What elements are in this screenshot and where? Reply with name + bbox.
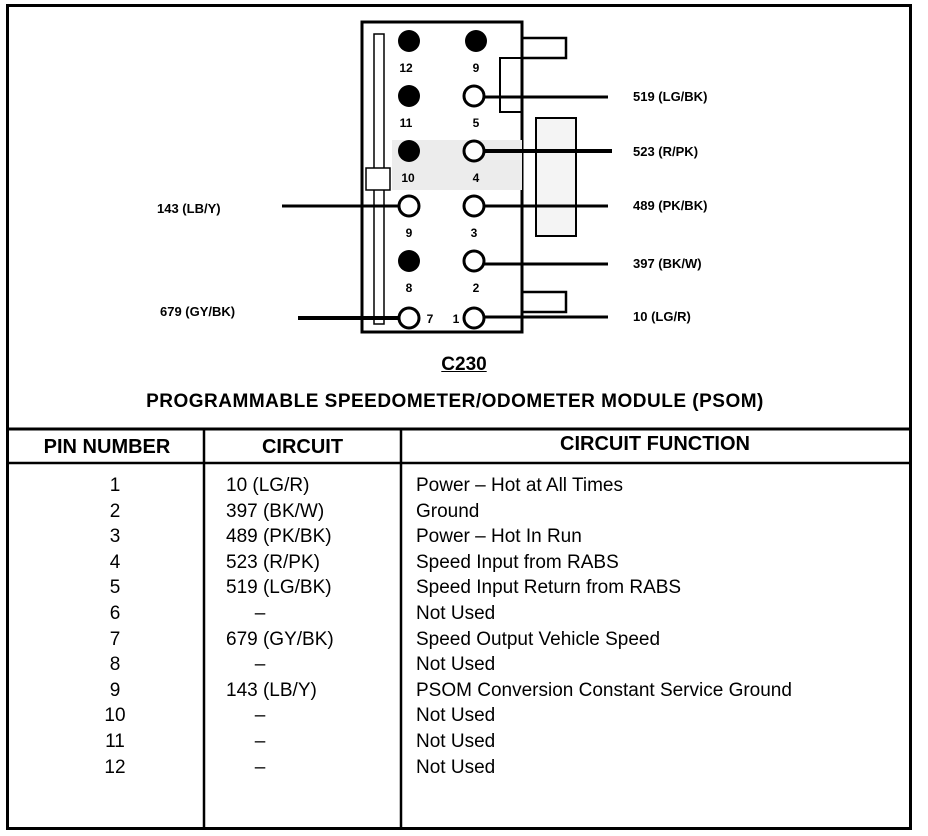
connector-key-upper	[499, 57, 523, 113]
circuit-function-cell: Power – Hot In Run	[416, 526, 582, 548]
circuit-cell: 143 (LB/Y)	[226, 679, 317, 701]
circuit-cell: –	[254, 731, 266, 752]
connector-side-clip	[365, 167, 391, 191]
pin-label: 3	[471, 226, 478, 240]
table-row: 1 10 (LG/R) Power – Hot at All Times	[0, 475, 928, 500]
circuit-cell: –	[254, 705, 266, 727]
circuit-cell: 10 (LG/R)	[226, 475, 310, 496]
table-row: 12 – Not Used	[0, 757, 928, 782]
circuit-function-cell: Speed Input Return from RABS	[416, 577, 682, 599]
table-row: 8 – Not Used	[0, 654, 928, 679]
header-circuit-function: CIRCUIT FUNCTION	[560, 433, 750, 455]
wire-label-523: 523 (R/PK)	[633, 144, 698, 159]
module-title: PROGRAMMABLE SPEEDOMETER/ODOMETER MODULE…	[146, 391, 764, 412]
pin-number-cell: 3	[109, 526, 121, 548]
pin-label: 10	[401, 171, 415, 185]
pin-number-cell: 2	[109, 500, 121, 522]
pin-label: 12	[399, 61, 413, 75]
pin-9-cavity	[397, 194, 421, 218]
header-circuit: CIRCUIT	[261, 436, 344, 458]
pin-4-cavity	[462, 139, 486, 163]
circuit-cell: 679 (GY/BK)	[226, 628, 334, 650]
table-row: 7 679 (GY/BK) Speed Output Vehicle Speed	[0, 629, 928, 654]
circuit-cell: –	[254, 756, 266, 778]
table-row: 2 397 (BK/W) Ground	[0, 501, 928, 526]
wire-label-519: 519 (LG/BK)	[633, 89, 707, 104]
diagram-frame	[6, 4, 912, 830]
table-row: 10 – Not Used	[0, 705, 928, 730]
table-row: 5 519 (LG/BK) Speed Input Return from RABS	[0, 577, 928, 602]
circuit-function-cell: Not Used	[416, 654, 496, 676]
table-row: 3 489 (PK/BK) Power – Hot In Run	[0, 526, 928, 551]
wire-label-10: 10 (LG/R)	[633, 309, 691, 324]
circuit-cell: 489 (PK/BK)	[226, 526, 332, 548]
circuit-function-cell: Not Used	[416, 731, 496, 752]
pin-number-cell: 1	[109, 475, 121, 496]
pin-label: 9	[406, 226, 413, 240]
circuit-function-cell: PSOM Conversion Constant Service Ground	[416, 679, 792, 701]
pin-2-cavity	[462, 249, 486, 273]
circuit-function-cell: Not Used	[416, 603, 496, 624]
connector-lock-tab	[535, 117, 577, 237]
table-row: 4 523 (R/PK) Speed Input from RABS	[0, 552, 928, 577]
circuit-cell: –	[254, 654, 266, 676]
circuit-function-cell: Ground	[416, 500, 480, 522]
pin-number-cell: 6	[109, 603, 121, 624]
pin-7-cavity	[397, 306, 421, 330]
table-row: 9 143 (LB/Y) PSOM Conversion Constant Serv…	[0, 680, 928, 705]
pin-label: 5	[473, 116, 480, 130]
header-pin-number: PIN NUMBER	[43, 436, 171, 458]
circuit-cell: 519 (LG/BK)	[226, 577, 332, 599]
circuit-function-cell: Power – Hot at All Times	[416, 475, 623, 496]
wire-label-679: 679 (GY/BK)	[160, 304, 235, 319]
pin-number-cell: 12	[104, 756, 126, 778]
pin-label: 2	[473, 281, 480, 295]
pin-3-cavity	[462, 194, 486, 218]
circuit-function-cell: Not Used	[416, 705, 496, 727]
pin-number-cell: 5	[109, 577, 121, 599]
pin-label: 8	[406, 281, 413, 295]
table-row: 6 – Not Used	[0, 603, 928, 628]
pin-label: 4	[473, 171, 480, 185]
pin-label: 7	[427, 312, 434, 326]
pin-12-cavity	[398, 30, 420, 52]
pin-number-cell: 9	[109, 679, 121, 701]
pin-number-cell: 10	[104, 705, 126, 727]
pin-9-upper-cavity	[465, 30, 487, 52]
circuit-function-cell: Speed Input from RABS	[416, 551, 619, 573]
wire-label-489: 489 (PK/BK)	[633, 198, 707, 213]
pin-8-cavity	[398, 250, 420, 272]
wire-label-397: 397 (BK/W)	[633, 256, 702, 271]
circuit-cell: 523 (R/PK)	[226, 551, 320, 573]
connector-id: C230	[441, 354, 487, 375]
pin-number-cell: 8	[109, 654, 121, 676]
pin-1-cavity	[462, 306, 486, 330]
pin-11-cavity	[398, 85, 420, 107]
circuit-function-cell: Not Used	[416, 756, 496, 778]
pin-label: 1	[453, 312, 460, 326]
pin-5-cavity	[462, 84, 486, 108]
circuit-cell: –	[254, 603, 266, 624]
connector-latch-bottom	[520, 236, 568, 314]
pin-number-cell: 11	[105, 731, 125, 752]
connector-latch-top	[522, 36, 568, 60]
table-row: 11 – Not Used	[0, 731, 928, 756]
circuit-cell: 397 (BK/W)	[226, 500, 325, 522]
wire-label-143: 143 (LB/Y)	[157, 201, 221, 216]
circuit-function-cell: Speed Output Vehicle Speed	[416, 628, 661, 650]
pin-number-cell: 7	[109, 628, 121, 650]
pin-number-cell: 4	[109, 551, 121, 573]
pin-10-cavity	[398, 140, 420, 162]
pin-label: 9	[473, 61, 480, 75]
pin-label: 11	[400, 116, 413, 130]
